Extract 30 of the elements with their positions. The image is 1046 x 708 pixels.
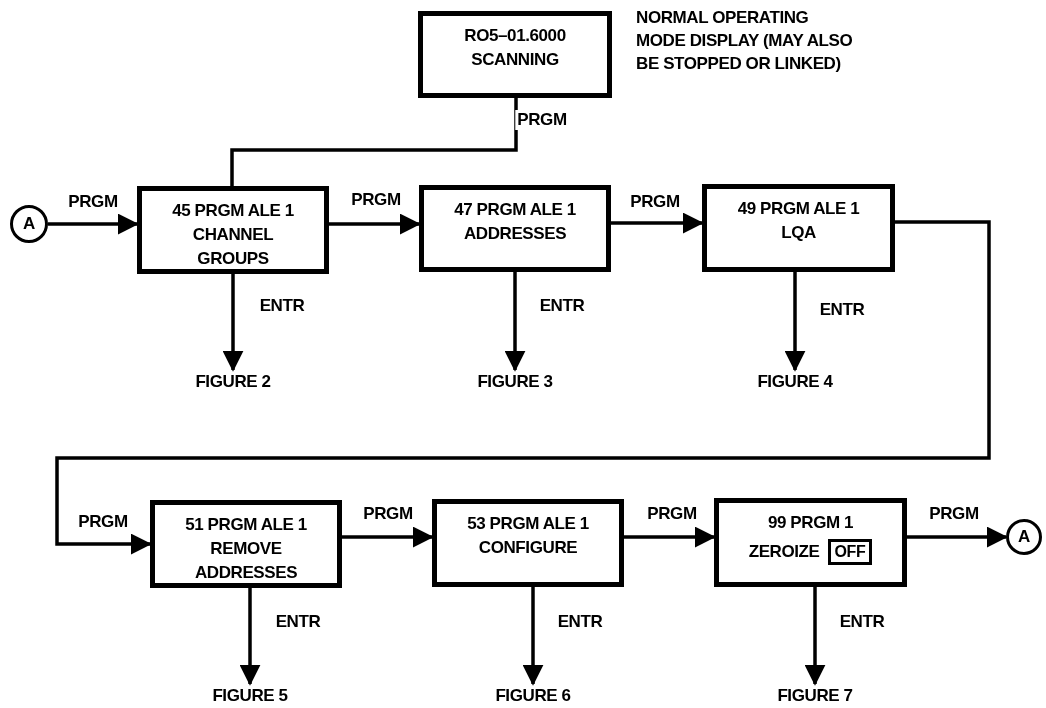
display-text: 99 PRGM 1 — [767, 512, 854, 534]
arrow — [329, 213, 421, 235]
edge-label: PRGM — [515, 110, 569, 130]
value-box: OFF — [827, 539, 873, 565]
arrow — [907, 526, 1008, 548]
arrow — [611, 212, 704, 234]
arrow — [48, 213, 139, 235]
display-text: 45 PRGM ALE 1 CHANNEL GROUPS — [171, 200, 295, 270]
display-text: 53 PRGM ALE 1 CONFIGURE — [466, 513, 590, 559]
figure-reference: FIGURE 2 — [163, 370, 303, 394]
display-text: 51 PRGM ALE 1 REMOVE ADDRESSES — [184, 514, 308, 584]
display-text: RO5–01.6000 SCANNING — [463, 25, 567, 71]
figure-reference: FIGURE 6 — [463, 684, 603, 708]
arrow — [504, 272, 526, 372]
arrow — [804, 587, 826, 686]
figure-reference: FIGURE 7 — [745, 684, 885, 708]
arrow — [55, 220, 991, 555]
display-text: 47 PRGM ALE 1 ADDRESSES — [453, 199, 577, 245]
figure-reference: FIGURE 5 — [180, 684, 320, 708]
arrow — [239, 588, 261, 686]
figure-reference: FIGURE 3 — [445, 370, 585, 394]
arrow — [784, 272, 806, 372]
figure-reference: FIGURE 4 — [725, 370, 865, 394]
note-text: NORMAL OPERATING MODE DISPLAY (MAY ALSO BE STOPPED OR LINKED) — [636, 7, 854, 75]
arrow — [342, 526, 434, 548]
display-text: 49 PRGM ALE 1 LQA — [736, 198, 861, 244]
arrow — [522, 587, 544, 686]
display-text: ZEROIZE — [748, 541, 820, 563]
arrow — [624, 526, 716, 548]
arrow — [222, 274, 244, 372]
